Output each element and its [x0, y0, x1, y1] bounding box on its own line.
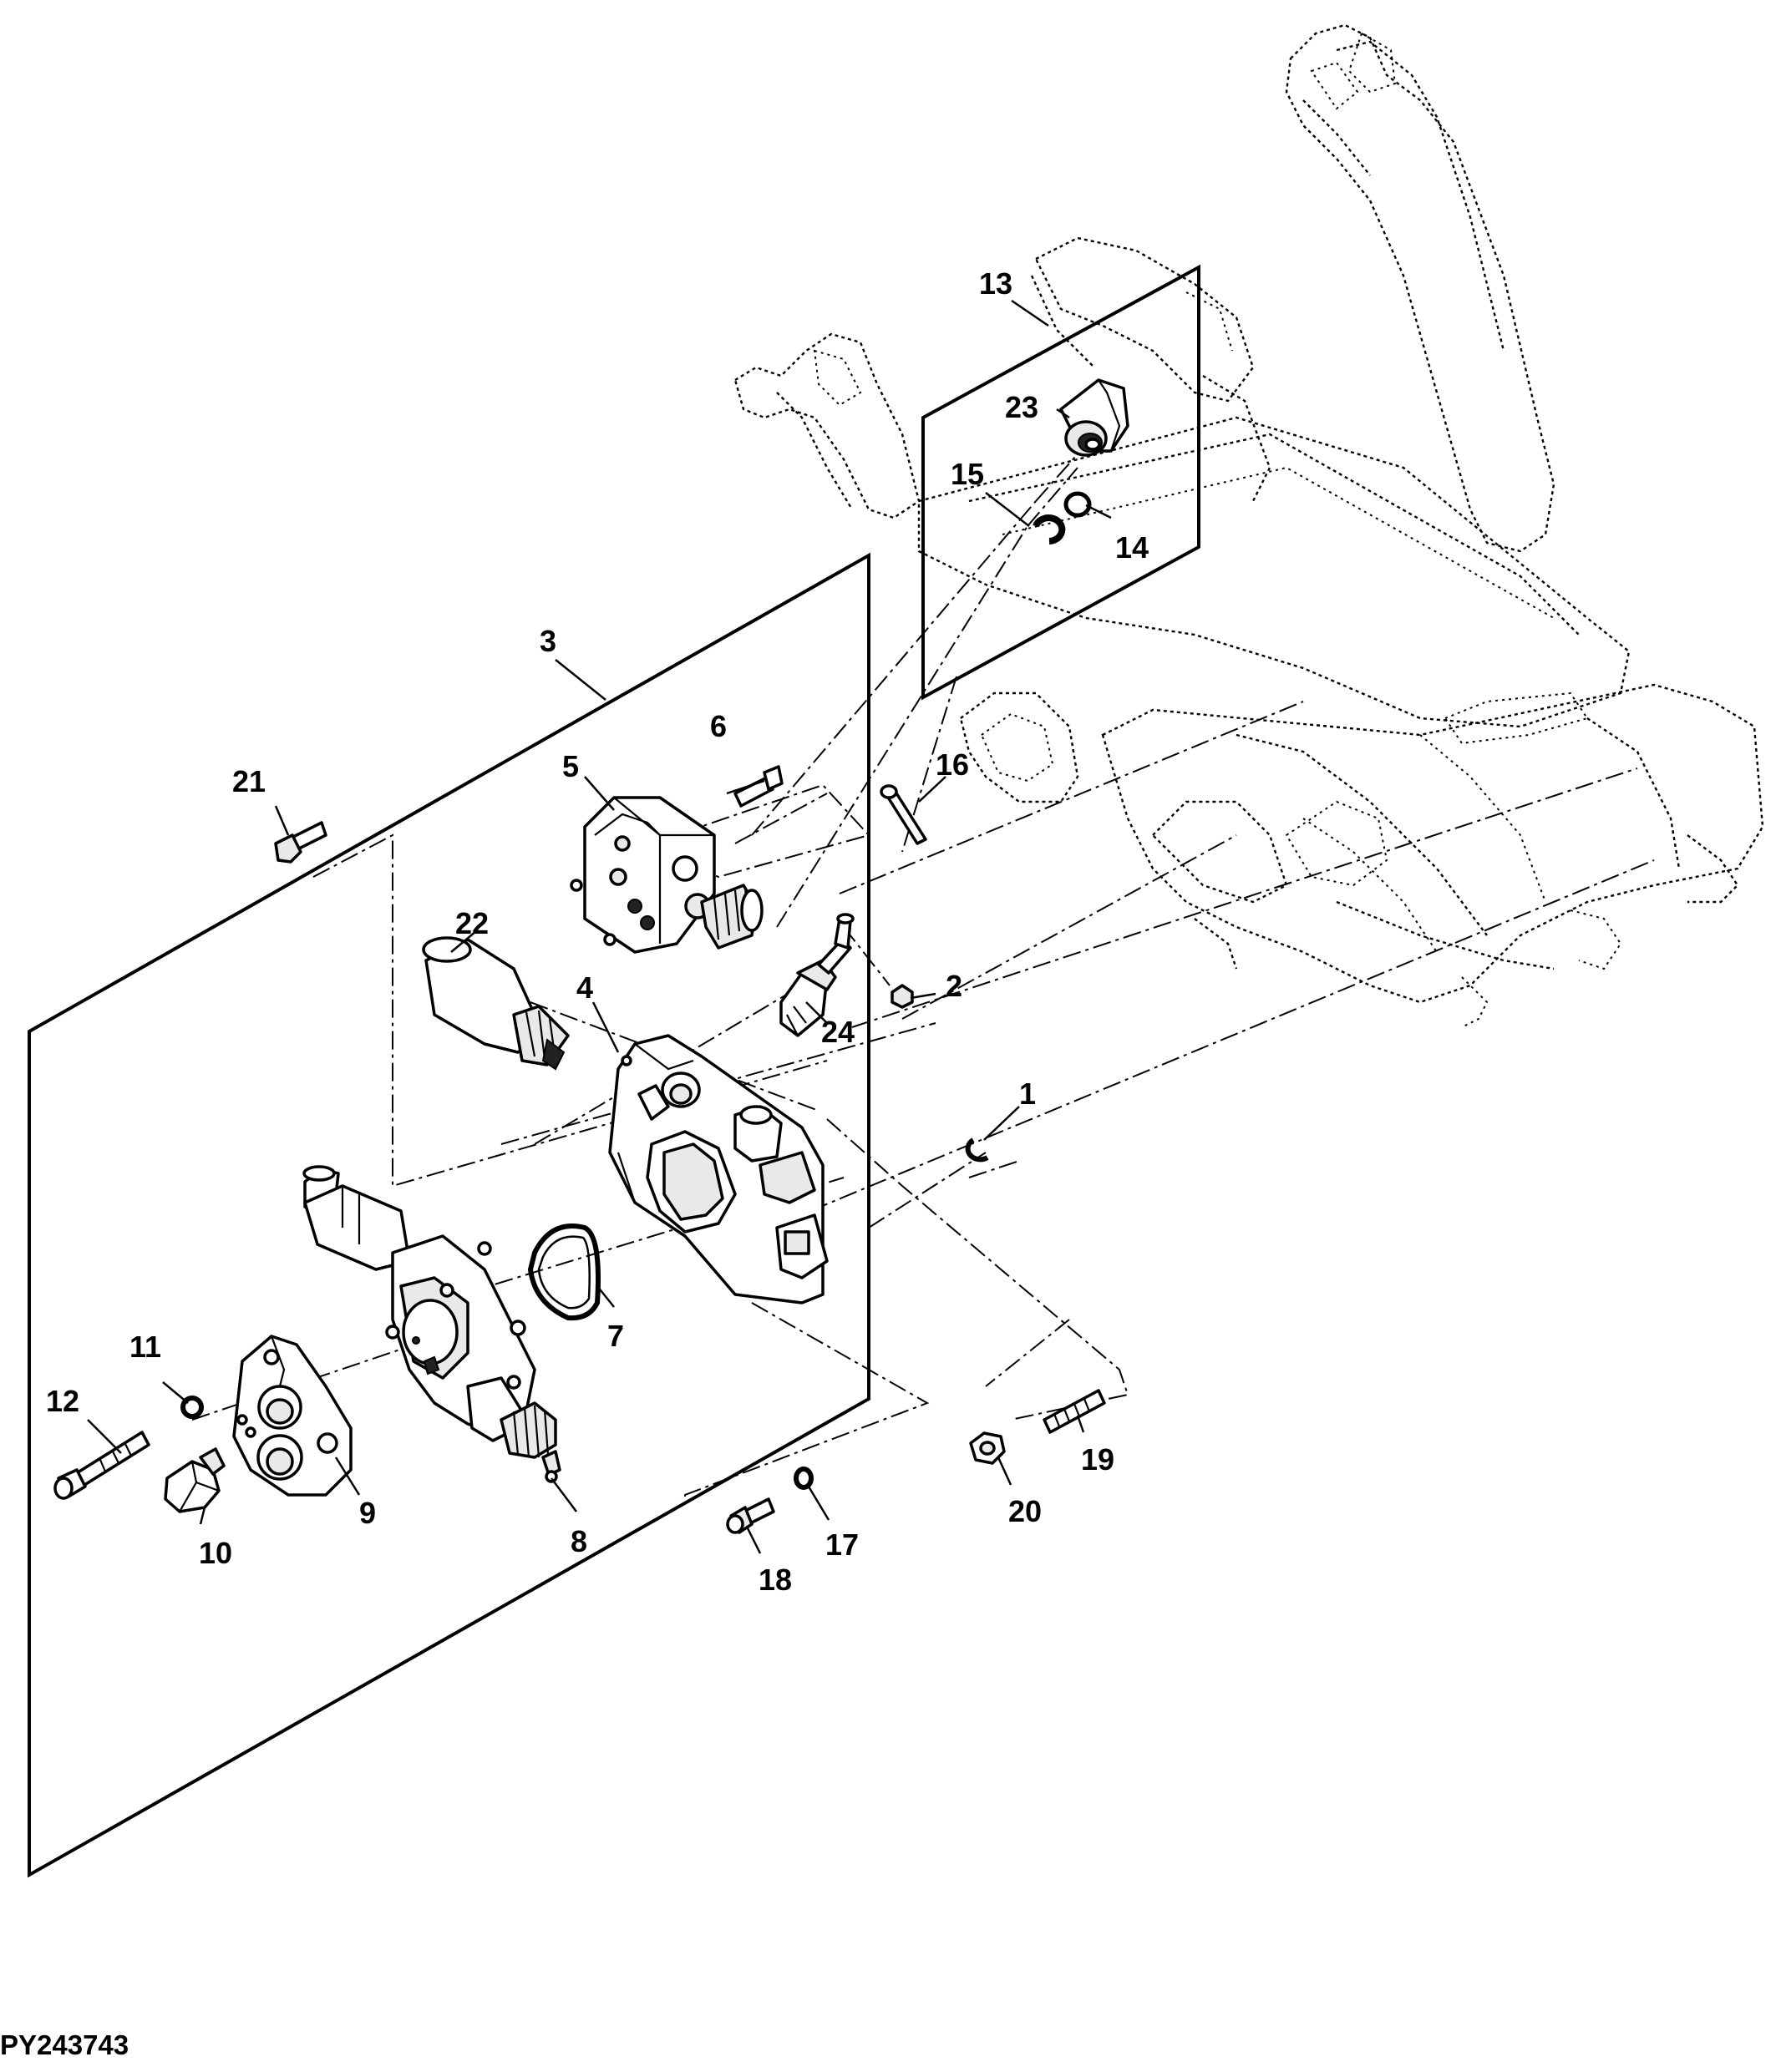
part-10-plug: [164, 1447, 226, 1513]
callout-22: 22: [455, 906, 489, 940]
background-machine-outline: [733, 23, 1764, 1028]
part-14-o-ring: [1063, 491, 1092, 518]
part-9-end-cap: [232, 1335, 353, 1497]
callout-leader-lines: [87, 299, 1112, 1554]
part-22-relief-valve: [422, 936, 570, 1071]
part-11-washer: [180, 1396, 204, 1419]
panel-3-subassembly: [28, 552, 870, 1878]
part-24-pressure-switch: [779, 913, 855, 1037]
callout-3: 3: [540, 624, 556, 658]
callout-4: 4: [576, 970, 593, 1005]
callout-11: 11: [129, 1330, 161, 1364]
callout-9: 9: [359, 1496, 376, 1530]
callout-7: 7: [607, 1319, 624, 1353]
part-8-spool-section: [302, 1165, 561, 1483]
callout-24: 24: [821, 1015, 855, 1049]
part-18-cap-screw: [726, 1497, 775, 1534]
part-17-washer: [794, 1467, 814, 1490]
callout-labels: 1 2 3 4 5 6 7 8 9 10 11 12 13 14 15 16 1…: [46, 266, 1149, 1597]
part-19-stud: [1043, 1389, 1106, 1434]
callout-15: 15: [951, 457, 984, 491]
part-16-long-bolt: [880, 784, 927, 845]
part-12-long-cap-screw: [53, 1431, 150, 1500]
callout-13: 13: [979, 266, 1012, 301]
part-2-nut: [891, 984, 914, 1009]
part-15-retaining-ring: [1033, 514, 1066, 545]
callout-8: 8: [571, 1524, 587, 1558]
callout-5: 5: [562, 749, 579, 783]
callout-20: 20: [1008, 1494, 1042, 1528]
callout-19: 19: [1081, 1442, 1114, 1477]
part-20-nut: [969, 1431, 1006, 1465]
part-21-screw: [274, 821, 327, 864]
part-5-valve-block: [570, 796, 764, 954]
figure-reference-code: PY243743: [0, 2029, 129, 2060]
callout-6: 6: [710, 709, 727, 743]
callout-23: 23: [1005, 390, 1038, 424]
part-1-snap-ring: [965, 1137, 989, 1163]
callout-17: 17: [825, 1527, 859, 1562]
callout-10: 10: [199, 1536, 232, 1570]
part-7-gasket: [527, 1223, 601, 1321]
part-4-valve-section: [608, 1034, 829, 1304]
part-6-cap-screw: [733, 765, 784, 808]
callout-14: 14: [1115, 530, 1149, 565]
callout-12: 12: [46, 1384, 79, 1418]
callout-21: 21: [232, 764, 266, 798]
part-23-union-fitting: [1059, 378, 1129, 457]
callout-18: 18: [759, 1563, 792, 1597]
callout-2: 2: [946, 969, 962, 1003]
panel-13-subassembly: [921, 264, 1200, 701]
callout-1: 1: [1019, 1077, 1036, 1111]
callout-16: 16: [936, 747, 969, 782]
